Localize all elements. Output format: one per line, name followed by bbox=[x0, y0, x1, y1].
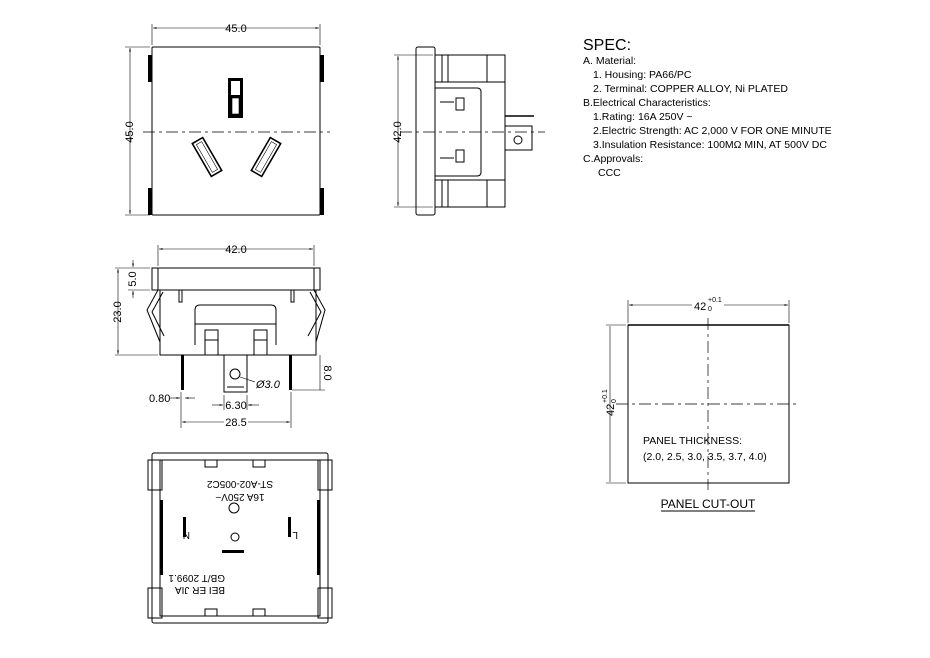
cutout-width-dim: 42 bbox=[694, 301, 706, 313]
live-pin bbox=[289, 355, 292, 390]
bottom-width-dim: 42.0 bbox=[225, 244, 246, 256]
ground-pin bbox=[223, 355, 248, 393]
flange-dim: 5.0 bbox=[127, 271, 139, 286]
cutout-height-dim: 42 bbox=[605, 404, 617, 416]
back-standard: GB/T 2099.1 bbox=[168, 572, 225, 583]
pin-thickness-dim: 0.80 bbox=[149, 393, 170, 405]
ground-symbol bbox=[230, 532, 240, 542]
panel-cutout-title: PANEL CUT-OUT bbox=[661, 497, 756, 511]
cutout-width-tol-minus: 0 bbox=[708, 306, 712, 313]
spec-line: C.Approvals: bbox=[583, 153, 643, 165]
back-live-label: L bbox=[292, 529, 298, 540]
bottom-view: Ø3.0 42.0 5.0 23.0 8.0 0.80 6.30 28.5 bbox=[112, 244, 333, 429]
spec-line: 3.Insulation Resistance: 100MΩ MIN, AT 5… bbox=[593, 139, 827, 151]
front-height-dim: 45.0 bbox=[124, 121, 136, 142]
front-width-dim: 45.0 bbox=[225, 23, 246, 35]
spec-block: SPEC: A. Material: 1. Housing: PA66/PC 2… bbox=[583, 37, 832, 179]
spec-line: 2. Terminal: COPPER ALLOY, Ni PLATED bbox=[593, 83, 788, 95]
back-rating: 16A 250V~ bbox=[215, 491, 264, 502]
spec-line: 2.Electric Strength: AC 2,000 V FOR ONE … bbox=[593, 125, 832, 137]
back-brand: BEI ER JIA bbox=[175, 584, 225, 595]
pin-spacing-dim: 28.5 bbox=[225, 417, 246, 429]
ground-slot bbox=[228, 78, 243, 118]
panel-cutout: 42 +0.1 0 42 +0.1 0 PANEL THICKNESS: (2.… bbox=[602, 296, 800, 512]
side-view: 42.0 bbox=[392, 46, 545, 216]
pin-width-dim: 6.30 bbox=[225, 400, 246, 412]
back-model: ST-A02-005C2 bbox=[206, 478, 273, 489]
panel-thickness-label: PANEL THICKNESS: bbox=[643, 435, 742, 447]
ccc-mark bbox=[228, 502, 240, 514]
spec-line: A. Material: bbox=[583, 55, 636, 67]
pin-length-dim: 8.0 bbox=[321, 365, 333, 380]
back-neutral-label: N bbox=[183, 529, 190, 540]
live-slot bbox=[250, 136, 282, 178]
neutral-slot bbox=[191, 136, 223, 178]
depth-dim: 23.0 bbox=[112, 301, 124, 322]
panel-thickness-values: (2.0, 2.5, 3.0, 3.5, 3.7, 4.0) bbox=[643, 451, 767, 463]
side-pin bbox=[504, 125, 533, 151]
spec-line: B.Electrical Characteristics: bbox=[583, 97, 711, 109]
spec-line: CCC bbox=[598, 167, 621, 179]
cutout-width-tol-plus: +0.1 bbox=[708, 297, 722, 304]
spec-line: 1. Housing: PA66/PC bbox=[593, 69, 692, 81]
spec-line: 1.Rating: 16A 250V ~ bbox=[593, 111, 693, 123]
side-height-dim: 42.0 bbox=[392, 121, 404, 142]
spec-title: SPEC: bbox=[583, 37, 631, 54]
front-view: 45.0 45.0 bbox=[124, 23, 330, 216]
hole-dim: Ø3.0 bbox=[255, 379, 281, 391]
cutout-height-tol-minus: 0 bbox=[611, 399, 618, 403]
back-view: ST-A02-005C2 16A 250V~ N L GB/T 2099.1 B… bbox=[147, 452, 333, 624]
cutout-height-tol-plus: +0.1 bbox=[602, 389, 609, 403]
neutral-pin bbox=[181, 355, 184, 390]
